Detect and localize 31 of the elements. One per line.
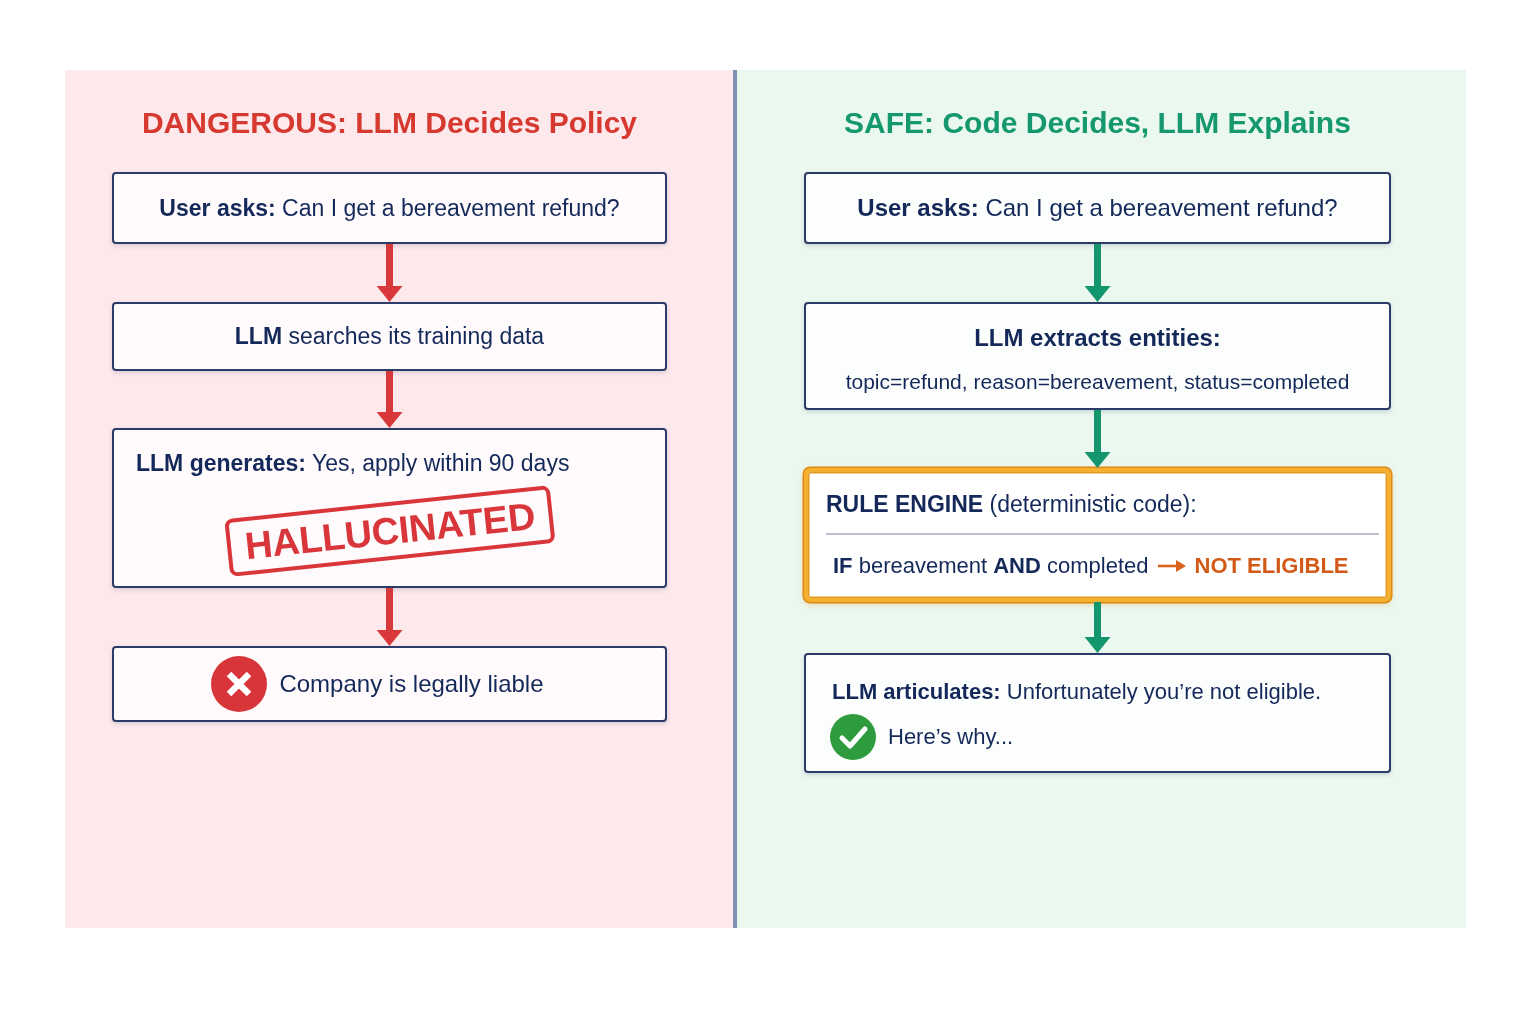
rule-engine-box <box>804 468 1391 602</box>
step-text: User asks: Can I get a bereavement refund? <box>857 194 1338 222</box>
heading-text: LLM extracts entities: <box>973 323 1222 353</box>
step-text: LLM generates: Yes, apply within 90 days <box>136 449 570 477</box>
arrow <box>376 588 403 646</box>
panel <box>737 70 1466 928</box>
arrow <box>1084 410 1111 468</box>
panel <box>65 70 733 928</box>
panel-title: DANGEROUS: LLM Decides Policy <box>140 105 639 141</box>
step-box <box>804 653 1391 773</box>
reply-text: Here’s why... <box>888 724 1014 750</box>
rubber-stamp: HALLUCINATED <box>223 485 556 577</box>
step-box <box>112 646 667 722</box>
entities-text: topic=refund, reason=bereavement, status=completed <box>844 369 1351 395</box>
arrow <box>376 371 403 428</box>
step-box <box>804 302 1391 410</box>
panel-title: SAFE: Code Decides, LLM Explains <box>843 105 1352 141</box>
verdict-text: NOT ELIGIBLE <box>1194 553 1349 579</box>
step-box <box>112 428 667 588</box>
arrow <box>376 244 403 302</box>
arrow <box>1084 602 1111 653</box>
step-box <box>112 302 667 371</box>
step-text: User asks: Can I get a bereavement refund? <box>159 194 620 222</box>
result-text: Company is legally liable <box>279 670 544 698</box>
reply-text: LLM articulates: Unfortunately you’re not eligible. <box>832 678 1322 706</box>
step-box <box>112 172 667 244</box>
step-text: LLM searches its training data <box>234 323 545 350</box>
step-box <box>804 172 1391 244</box>
rule-text: IF bereavement AND completed <box>833 553 1149 579</box>
arrow <box>1084 244 1111 302</box>
heading-text: RULE ENGINE (deterministic code): <box>826 490 1197 519</box>
